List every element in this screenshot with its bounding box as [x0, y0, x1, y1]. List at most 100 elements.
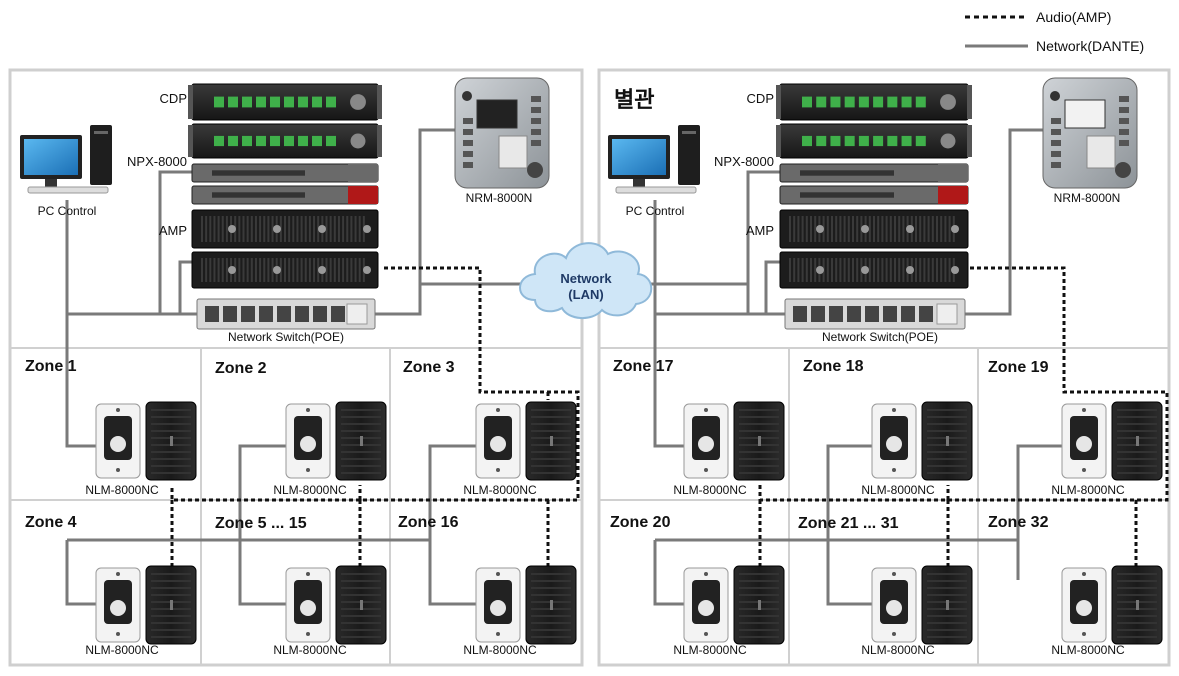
main-zone-labels: Zone 1 Zone 2 Zone 3 Zone 4 Zone 5 ... 1… — [25, 358, 537, 657]
amp-label: AMP — [159, 223, 187, 238]
nlm-8000nc-wall-panel — [475, 567, 521, 643]
network-cable — [65, 540, 96, 606]
cloud-shape — [519, 242, 653, 319]
zone-speaker — [525, 401, 577, 481]
network-cable — [655, 444, 872, 542]
network-cable — [965, 128, 1043, 316]
amplifier — [779, 251, 969, 289]
device-label: NLM-8000NC — [861, 483, 935, 497]
network-cable — [240, 444, 476, 542]
device-label: NLM-8000NC — [1051, 483, 1125, 497]
network-cable — [828, 444, 1062, 542]
network-switch — [196, 298, 376, 330]
device-label: NLM-8000NC — [673, 643, 747, 657]
amp-label: AMP — [746, 223, 774, 238]
legend-audio-label: Audio(AMP) — [1036, 9, 1111, 25]
pc-computer — [608, 125, 700, 194]
annex-building-title: 별관 — [614, 87, 654, 112]
zone-label: Zone 21 ... 31 — [798, 515, 899, 532]
zone-speaker — [525, 565, 577, 645]
nlm-8000nc-wall-panel — [683, 567, 729, 643]
zone-label: Zone 19 — [988, 359, 1049, 376]
nrm-8000n-console — [1042, 77, 1138, 189]
nlm-8000nc-wall-panel — [95, 403, 141, 479]
network-switch — [784, 298, 966, 330]
network-cable — [746, 170, 780, 314]
annex-zone-labels: Zone 17 Zone 18 Zone 19 Zone 20 Zone 21 … — [610, 358, 1125, 657]
cloud-label-network: Network — [560, 271, 612, 286]
network-cable — [764, 260, 780, 314]
zone-speaker — [335, 565, 387, 645]
npx-8000-unit — [191, 163, 379, 183]
network-cable — [67, 444, 286, 542]
network-switch-label: Network Switch(POE) — [228, 330, 344, 344]
network-lan-cloud: Network (LAN) — [519, 242, 653, 319]
network-cable — [826, 540, 872, 606]
cdp-player — [776, 123, 972, 159]
zone-speaker — [1111, 401, 1163, 481]
zone-label: Zone 2 — [215, 360, 267, 377]
zone-label: Zone 5 ... 15 — [215, 515, 307, 532]
zone-speaker — [145, 401, 197, 481]
device-label: NLM-8000NC — [273, 483, 347, 497]
network-cable — [178, 260, 192, 314]
audio-cable — [170, 266, 580, 502]
zone-grid — [10, 347, 1169, 665]
npx-8000-unit — [779, 163, 969, 183]
devices — [20, 77, 1163, 645]
zone-speaker — [921, 401, 973, 481]
device-label: NLM-8000NC — [85, 643, 159, 657]
pc-control-label: PC Control — [626, 204, 685, 218]
device-label: NLM-8000NC — [861, 643, 935, 657]
nrm-8000n-console — [454, 77, 550, 189]
npx-8000-unit — [779, 185, 969, 205]
network-wires — [65, 128, 1062, 606]
npx-8000-unit — [191, 185, 379, 205]
pc-control-label: PC Control — [38, 204, 97, 218]
network-cable — [238, 540, 286, 606]
cdp-label: CDP — [160, 91, 187, 106]
nlm-8000nc-wall-panel — [285, 403, 331, 479]
network-cable — [428, 540, 476, 606]
pc-computer — [20, 125, 112, 194]
device-label: NLM-8000NC — [1051, 643, 1125, 657]
legend: Audio(AMP) Network(DANTE) — [965, 9, 1144, 54]
amplifier — [779, 209, 969, 249]
zone-label: Zone 20 — [610, 514, 671, 531]
zone-speaker — [733, 565, 785, 645]
cdp-player — [188, 123, 382, 159]
zone-label: Zone 16 — [398, 514, 459, 531]
nlm-8000nc-wall-panel — [95, 567, 141, 643]
zone-speaker — [733, 401, 785, 481]
network-cable — [375, 128, 455, 316]
npx-label: NPX-8000 — [714, 154, 774, 169]
amplifier — [191, 251, 379, 289]
main-rack-labels: CDP NPX-8000 AMP PC Control NRM-8000N Ne… — [38, 91, 533, 344]
cdp-label: CDP — [747, 91, 774, 106]
network-cable — [653, 200, 684, 448]
nlm-8000nc-wall-panel — [285, 567, 331, 643]
amplifier — [191, 209, 379, 249]
device-label: NLM-8000NC — [85, 483, 159, 497]
cdp-player — [776, 83, 972, 121]
device-label: NLM-8000NC — [463, 483, 537, 497]
audio-wires — [170, 266, 1169, 566]
zone-label: Zone 17 — [613, 358, 674, 375]
zone-label: Zone 32 — [988, 514, 1049, 531]
zone-label: Zone 1 — [25, 358, 77, 375]
network-cable — [158, 170, 192, 314]
zone-label: Zone 4 — [25, 514, 77, 531]
nlm-8000nc-wall-panel — [1061, 403, 1107, 479]
zone-speaker — [145, 565, 197, 645]
cloud-label-lan: (LAN) — [568, 287, 603, 302]
npx-label: NPX-8000 — [127, 154, 187, 169]
nrm-label: NRM-8000N — [466, 191, 533, 205]
cdp-player — [188, 83, 382, 121]
device-label: NLM-8000NC — [273, 643, 347, 657]
zone-speaker — [1111, 565, 1163, 645]
nlm-8000nc-wall-panel — [1061, 567, 1107, 643]
network-switch-label: Network Switch(POE) — [822, 330, 938, 344]
nlm-8000nc-wall-panel — [683, 403, 729, 479]
nrm-label: NRM-8000N — [1054, 191, 1121, 205]
